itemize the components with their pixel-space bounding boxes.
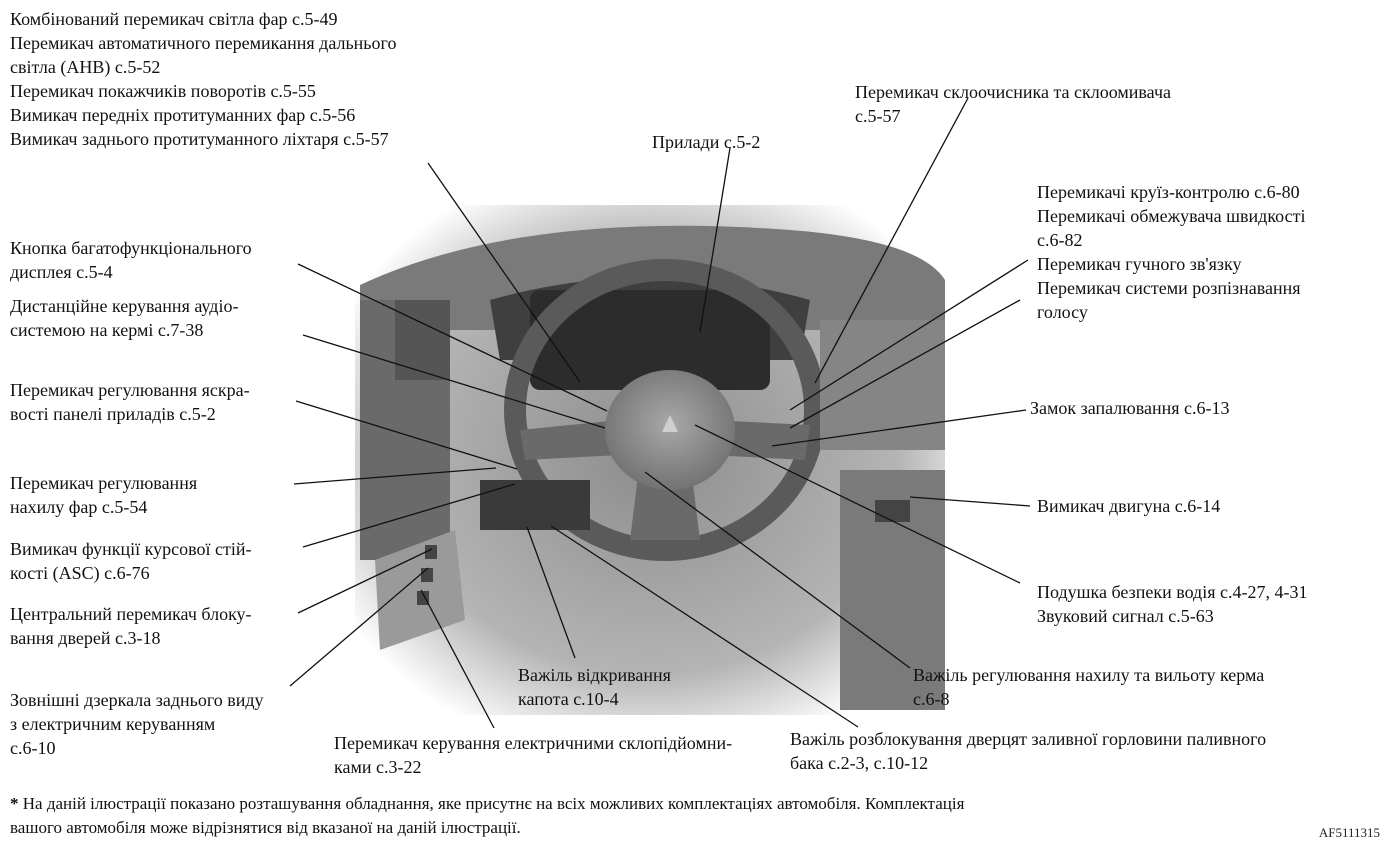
- label-brightness: Перемикач регулювання яскра- вості панел…: [10, 378, 250, 426]
- label-audio-remote: Дистанційне керування аудіо- системою на…: [10, 294, 238, 342]
- label-steering-adjust: Важіль регулювання нахилу та вильоту кер…: [913, 663, 1264, 711]
- lower-dash: [480, 480, 590, 530]
- label-fuel-door: Важіль розблокування дверцят заливної го…: [790, 727, 1266, 775]
- label-multi-display: Кнопка багатофункціонального дисплея с.5…: [10, 236, 252, 284]
- label-ignition: Замок запалювання с.6-13: [1030, 396, 1230, 420]
- label-headlight-level: Перемикач регулювання нахилу фар с.5-54: [10, 471, 197, 519]
- label-headlight-combo: Комбінований перемикач світла фар с.5-49…: [10, 7, 396, 151]
- label-asc: Вимикач функції курсової стій- кості (AS…: [10, 537, 252, 585]
- footnote-mark: *: [10, 794, 19, 813]
- footnote-line-2: вашого автомобіля може відрізнятися від …: [10, 816, 964, 840]
- label-wiper: Перемикач склоочисника та склоомивача с.…: [855, 80, 1171, 128]
- label-engine-switch: Вимикач двигуна с.6-14: [1037, 494, 1220, 518]
- label-windows: Перемикач керування електричними склопід…: [334, 731, 732, 779]
- figure-code: AF5111315: [1319, 825, 1380, 841]
- footnote-line-1: На даній ілюстрації показано розташуванн…: [23, 794, 965, 813]
- label-mirrors: Зовнішні дзеркала заднього виду з електр…: [10, 688, 264, 760]
- label-cruise-voice: Перемикачі круїз-контролю с.6-80 Перемик…: [1037, 180, 1305, 324]
- label-airbag-horn: Подушка безпеки водія с.4-27, 4-31 Звуко…: [1037, 580, 1307, 628]
- engine-switch-body: [875, 500, 910, 522]
- label-instruments: Прилади с.5-2: [652, 130, 760, 154]
- door-switch-2: [421, 568, 433, 582]
- left-vent: [395, 300, 450, 380]
- label-hood: Важіль відкривання капота с.10-4: [518, 663, 671, 711]
- label-door-lock: Центральний перемикач блоку- вання двере…: [10, 602, 252, 650]
- footnote: * На даній ілюстрації показано розташува…: [10, 792, 964, 840]
